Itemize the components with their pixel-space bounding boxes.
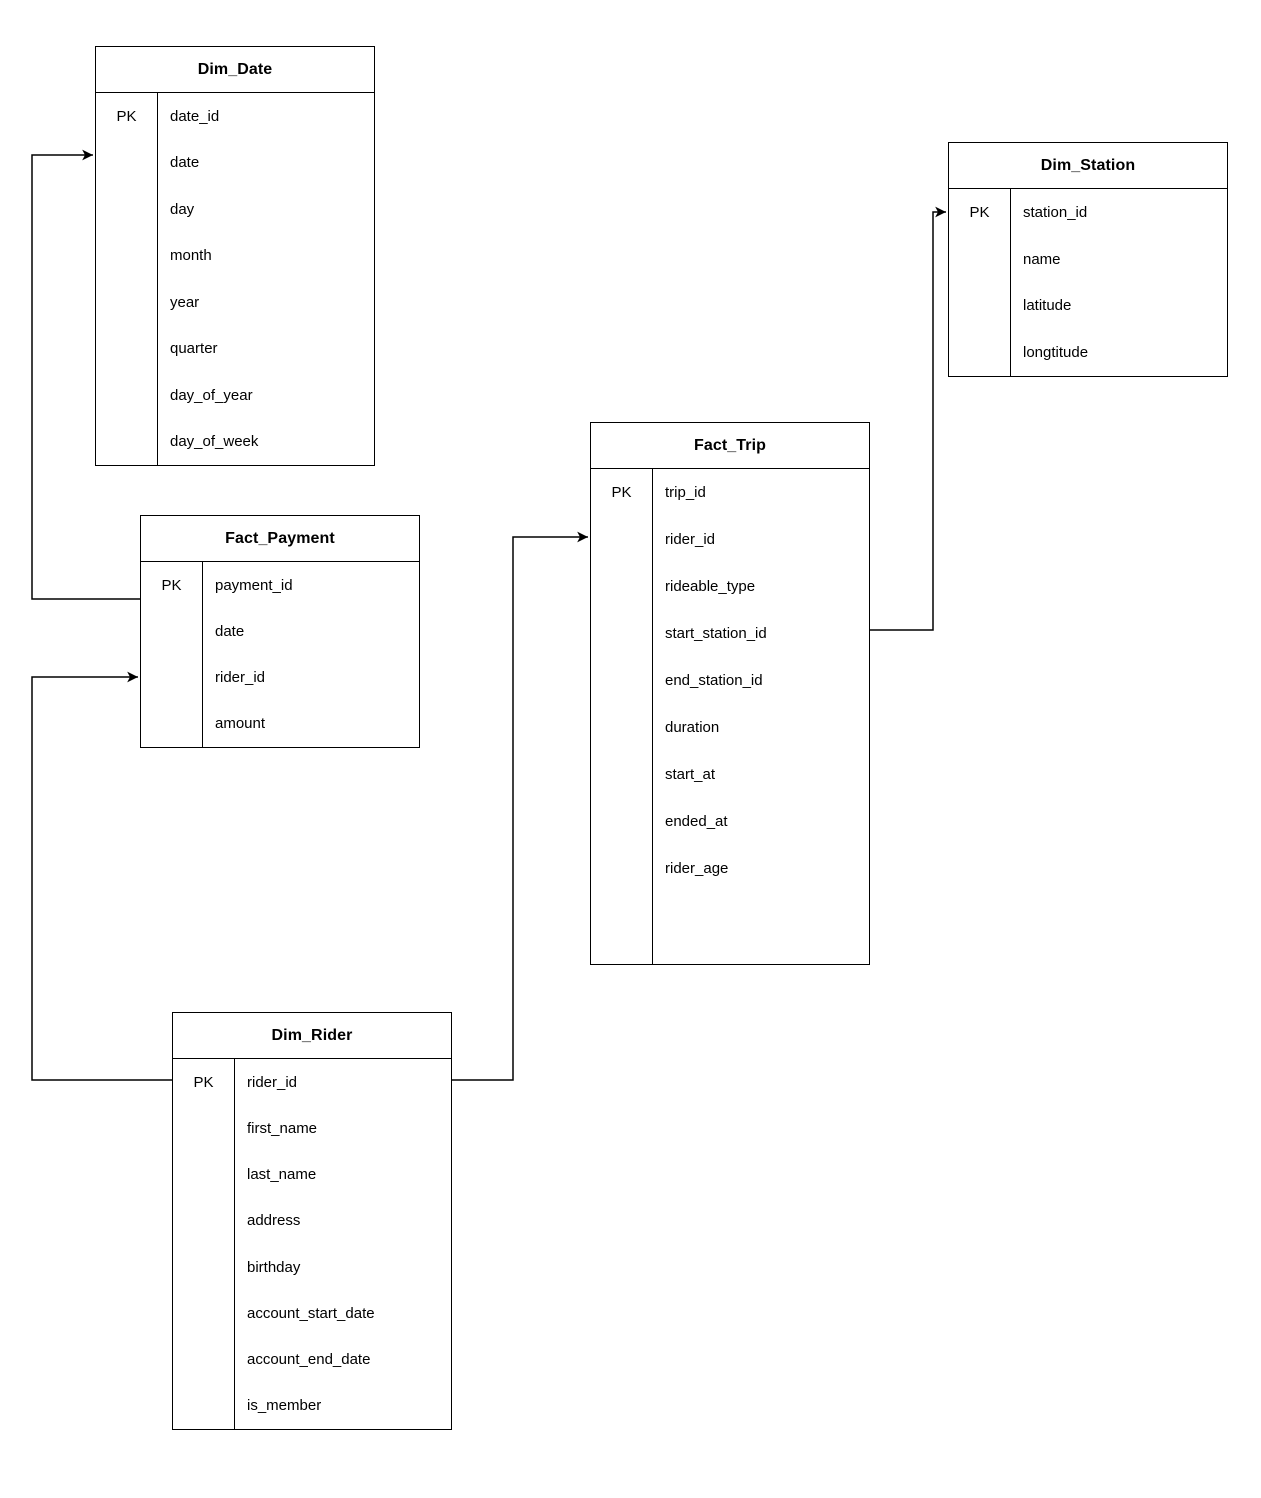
- connector-fact-trip-to-dim-station: [870, 206, 946, 631]
- field-trip_id: trip_id: [665, 484, 706, 501]
- pk-label-dim-station: PK: [969, 204, 990, 221]
- entity-dim-rider[interactable]: Dim_Rider PK rider_id first_name last_name…: [172, 1012, 452, 1430]
- field-account_end_date: account_end_date: [247, 1351, 371, 1369]
- field-account_start_date: account_start_date: [247, 1304, 375, 1322]
- field-station_id: station_id: [1023, 203, 1088, 221]
- pk-label-fact-payment: PK: [161, 577, 182, 594]
- field-is_member: is_member: [247, 1397, 322, 1415]
- entity-body-fact-trip: PK trip_id rider_id rideable_type start_sta…: [591, 469, 869, 964]
- field-day: day: [170, 200, 195, 218]
- pk-label-fact-trip: PK: [611, 484, 632, 501]
- field-amount: amount: [215, 715, 266, 733]
- pk-column-dim-date: PK: [96, 93, 158, 465]
- field-ended_at: ended_at: [665, 813, 728, 830]
- field-payment_id: payment_id: [215, 576, 293, 594]
- field-quarter: quarter: [170, 340, 218, 358]
- field-name: name: [1023, 250, 1061, 268]
- pk-label-dim-date: PK: [116, 108, 137, 125]
- field-last_name: last_name: [247, 1166, 317, 1184]
- field-first_name: first_name: [247, 1119, 318, 1137]
- entity-title-dim-rider: Dim_Rider: [173, 1013, 451, 1059]
- fields-column-fact-trip: trip_id rider_id rideable_type start_statio…: [653, 469, 869, 964]
- connector-dim-rider-to-fact-payment: [31, 671, 172, 1081]
- field-end_station_id: end_station_id: [665, 672, 763, 689]
- field-day_of_year: day_of_year: [170, 386, 253, 404]
- field-address: address: [247, 1212, 301, 1230]
- field-rideable_type: rideable_type: [665, 578, 756, 595]
- pk-column-dim-station: PK: [949, 189, 1011, 376]
- entity-title-fact-payment: Fact_Payment: [141, 516, 419, 562]
- field-rider_age: rider_age: [665, 860, 729, 877]
- field-duration: duration: [665, 719, 720, 736]
- entity-title-fact-trip: Fact_Trip: [591, 423, 869, 469]
- entity-title-dim-date: Dim_Date: [96, 47, 374, 93]
- field-rider_id: rider_id: [665, 531, 716, 548]
- field-date: date: [215, 622, 245, 640]
- field-date: date: [170, 154, 200, 172]
- field-day_of_week: day_of_week: [170, 433, 259, 451]
- field-rider_id: rider_id: [215, 669, 266, 687]
- field-start_station_id: start_station_id: [665, 625, 767, 642]
- connector-dim-rider-to-fact-trip: [452, 531, 588, 1081]
- field-rider_id: rider_id: [247, 1073, 298, 1091]
- field-latitude: latitude: [1023, 297, 1072, 315]
- field-birthday: birthday: [247, 1258, 301, 1276]
- pk-column-fact-trip: PK: [591, 469, 653, 964]
- pk-label-dim-rider: PK: [193, 1074, 214, 1091]
- field-longtitude: longtitude: [1023, 344, 1089, 362]
- entity-title-dim-station: Dim_Station: [949, 143, 1227, 189]
- connector-fact-payment-to-dim-date: [31, 149, 140, 600]
- field-month: month: [170, 247, 212, 265]
- entity-fact-trip[interactable]: Fact_Trip PK trip_id rider_id rideable_typ…: [590, 422, 870, 965]
- pk-column-dim-rider: PK: [173, 1059, 235, 1429]
- field-date_id: date_id: [170, 107, 220, 125]
- field-start_at: start_at: [665, 766, 716, 783]
- field-year: year: [170, 293, 200, 311]
- pk-column-fact-payment: PK: [141, 562, 203, 747]
